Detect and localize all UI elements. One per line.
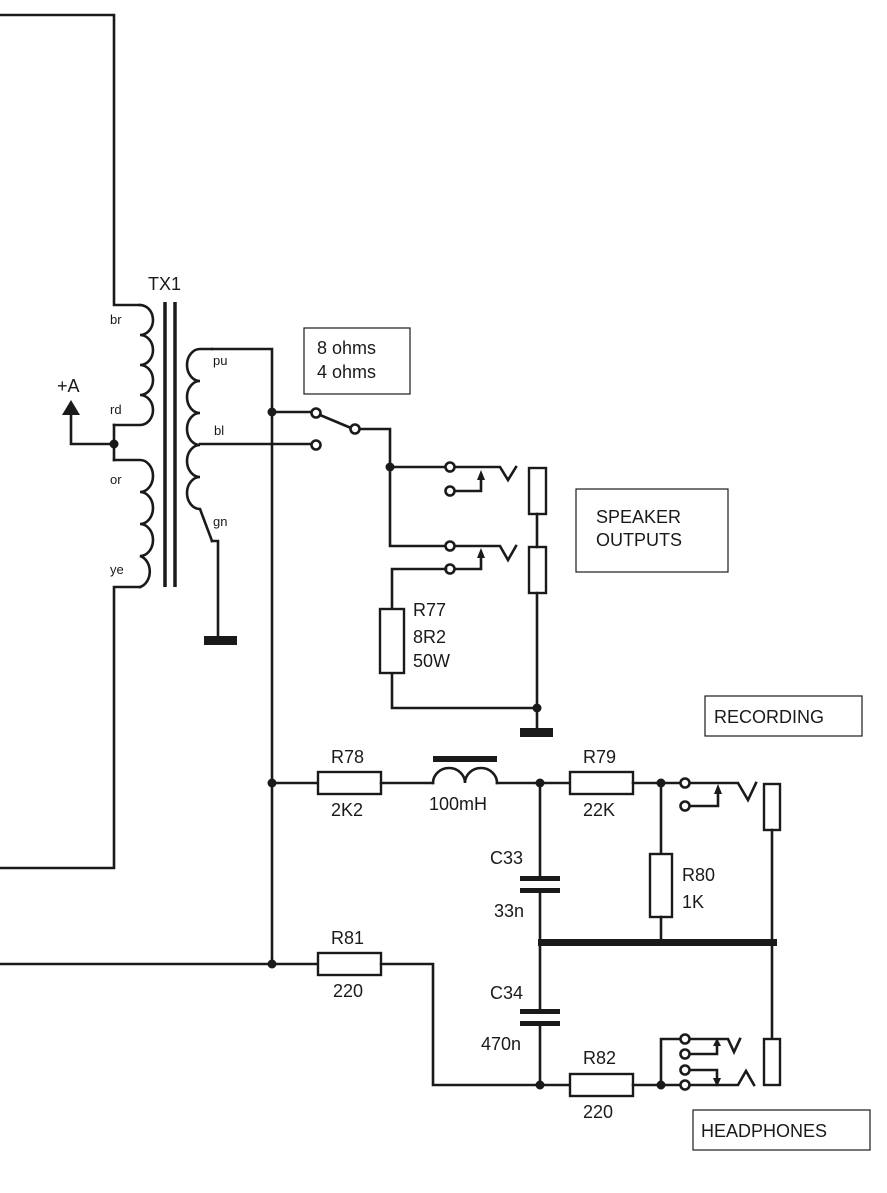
speaker-load-2: [527, 545, 548, 595]
common-ground-bus: [538, 939, 777, 946]
secondary-wiring: [198, 347, 320, 966]
svg-text:R78: R78: [331, 747, 364, 767]
svg-text:220: 220: [333, 981, 363, 1001]
svg-text:C33: C33: [490, 848, 523, 868]
speaker-jack-2[interactable]: [444, 540, 548, 595]
resistor-r79: R79 22K: [568, 747, 635, 820]
svg-text:1K: 1K: [682, 892, 704, 912]
ground-symbol-icon: [204, 636, 237, 645]
supply-arrow-icon: [62, 400, 80, 415]
resistor-r82: R82 220: [568, 1048, 635, 1122]
speaker-outputs-label: SPEAKER OUTPUTS: [575, 488, 729, 573]
speaker-jack-1[interactable]: [444, 461, 548, 516]
resistor-r77: R77 8R2 50W: [378, 600, 450, 675]
tap-label-br: br: [110, 312, 122, 327]
primary-upper-winding: [112, 303, 155, 427]
resistor-r78: R78 2K2: [316, 747, 383, 820]
tap-label-bl: bl: [214, 423, 224, 438]
primary-lower-winding: [112, 458, 155, 589]
speaker-load-1: [527, 466, 548, 516]
impedance-label-box: [303, 327, 411, 395]
supply-terminal: +A: [57, 376, 119, 449]
recording-label: RECORDING: [704, 695, 863, 737]
primary-feed-wires: [0, 13, 274, 966]
r77-ref: R77: [413, 600, 446, 620]
tap-label-gn: gn: [213, 514, 227, 529]
headphones-label: HEADPHONES: [692, 1109, 871, 1151]
impedance-option-4: 4 ohms: [317, 362, 376, 382]
tap-label-rd: rd: [110, 402, 122, 417]
svg-text:100mH: 100mH: [429, 794, 487, 814]
svg-text:R81: R81: [331, 928, 364, 948]
svg-text:470n: 470n: [481, 1034, 521, 1054]
transformer-tx1: TX1 br rd or ye pu bl gn: [110, 274, 227, 589]
tap-label-ye: ye: [110, 562, 124, 577]
r77-value: 8R2: [413, 627, 446, 647]
transformer-ref: TX1: [148, 274, 181, 294]
svg-text:220: 220: [583, 1102, 613, 1122]
supply-label: +A: [57, 376, 80, 396]
headphone-jack[interactable]: [679, 1033, 782, 1091]
impedance-option-8: 8 ohms: [317, 338, 376, 358]
junction-dot: [535, 1080, 545, 1090]
svg-text:R80: R80: [682, 865, 715, 885]
svg-text:HEADPHONES: HEADPHONES: [701, 1121, 827, 1141]
tap-label-pu: pu: [213, 353, 227, 368]
ground-symbol-icon: [520, 728, 553, 737]
svg-text:R82: R82: [583, 1048, 616, 1068]
capacitor-c34: C34 470n: [481, 940, 560, 1087]
svg-text:C34: C34: [490, 983, 523, 1003]
capacitor-c33: C33 33n: [490, 781, 560, 944]
svg-text:OUTPUTS: OUTPUTS: [596, 530, 682, 550]
secondary-winding: [185, 347, 214, 543]
svg-text:33n: 33n: [494, 901, 524, 921]
inductor-100mh: 100mH: [429, 756, 499, 814]
resistor-r80: R80 1K: [648, 781, 715, 944]
junction-dot: [109, 439, 119, 449]
tap-label-or: or: [110, 472, 122, 487]
svg-text:22K: 22K: [583, 800, 615, 820]
recording-jack[interactable]: [679, 777, 782, 1042]
svg-text:2K2: 2K2: [331, 800, 363, 820]
impedance-selector-switch[interactable]: 8 ohms 4 ohms: [303, 327, 450, 548]
r77-rating: 50W: [413, 651, 450, 671]
svg-text:RECORDING: RECORDING: [714, 707, 824, 727]
resistor-r81: R81 220: [316, 928, 383, 1001]
svg-text:R79: R79: [583, 747, 616, 767]
svg-text:SPEAKER: SPEAKER: [596, 507, 681, 527]
